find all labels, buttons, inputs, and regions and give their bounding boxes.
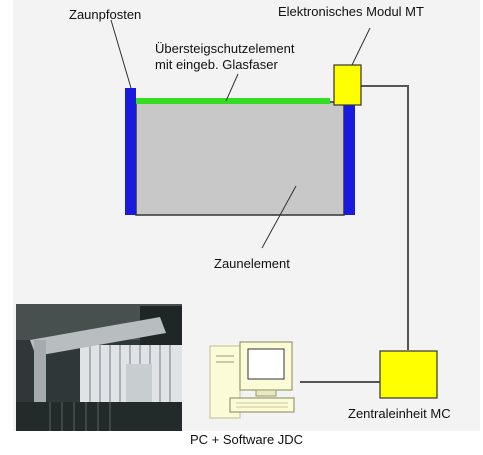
cable-module-to-central [361,85,409,350]
pointer-fence-post [110,19,132,89]
electronic-module-box [333,64,362,106]
pc-keyboard [229,397,295,413]
central-unit-box [379,350,438,399]
label-fence-element: Zaunelement [214,256,290,271]
label-electronic-module: Elektronisches Modul MT [278,4,424,19]
label-overclimb-line2: mit eingeb. Glasfaser [155,57,279,72]
pointer-module [351,27,371,66]
label-pc-software: PC + Software JDC [190,432,303,447]
label-central-unit: Zentraleinheit MC [348,406,451,421]
fence-photo [16,304,182,431]
overclimb-fiber [136,98,330,104]
label-overclimb-line1: Übersteigschutzelement [155,41,295,56]
label-fence-post: Zaunpfosten [69,7,141,22]
fence-post-left [125,88,136,215]
pointer-fence-element [261,185,297,249]
pc-screen [247,348,285,380]
fence-element-panel [135,101,345,216]
computer-icon [209,341,295,419]
pointer-overclimb [225,73,239,102]
fence-post-right [344,102,355,215]
